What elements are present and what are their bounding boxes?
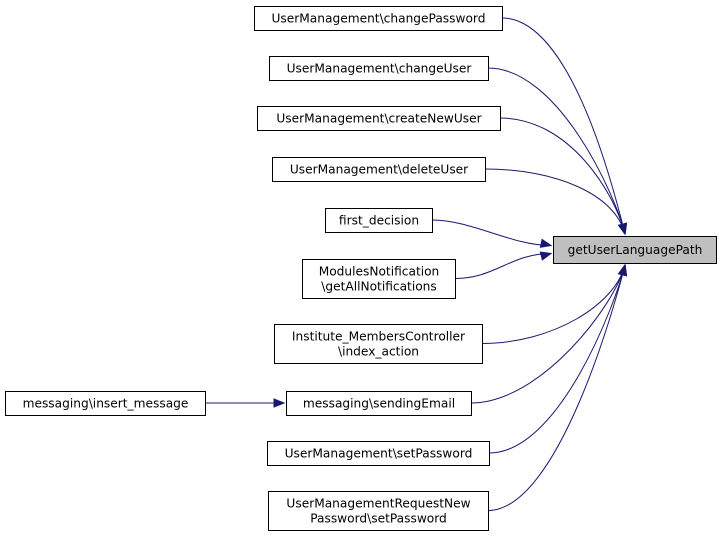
edge-n9-to-target <box>488 263 628 454</box>
edge-n4-to-target <box>484 168 628 236</box>
edge-n10-to-target <box>487 263 628 511</box>
node-box[interactable] <box>268 491 489 531</box>
target-node[interactable]: getUserLanguagePath <box>553 236 717 264</box>
caller-node[interactable]: UserManagement\createNewUser <box>257 106 501 131</box>
node-box[interactable] <box>553 236 717 264</box>
edge-line <box>487 264 626 511</box>
node-label: UserManagement\changePassword <box>272 12 486 26</box>
node-box[interactable] <box>302 259 456 299</box>
edge-n8-to-target <box>470 263 628 404</box>
edge-line <box>487 67 626 235</box>
node-box[interactable] <box>257 106 501 131</box>
node-box[interactable] <box>286 391 472 416</box>
edge-n2-to-target <box>487 67 628 236</box>
caller-node[interactable]: UserManagement\changePassword <box>254 6 503 31</box>
arrowhead-icon <box>539 238 553 248</box>
caller-node[interactable]: ModulesNotification\getAllNotifications <box>302 259 456 299</box>
caller-node[interactable]: UserManagement\deleteUser <box>272 157 486 182</box>
edge-line <box>501 17 626 235</box>
edge-line <box>499 117 626 235</box>
edge-line <box>481 264 626 344</box>
node-box[interactable] <box>274 324 483 364</box>
node-box[interactable] <box>254 6 503 31</box>
caller-node[interactable]: messaging\insert_message <box>5 391 206 416</box>
node-label: first_decision <box>339 214 419 228</box>
node-label: UserManagementRequestNew <box>286 497 470 511</box>
edge-n1-to-target <box>501 17 628 236</box>
edges-layer <box>205 17 628 511</box>
node-label: \index_action <box>338 345 419 359</box>
node-label: \getAllNotifications <box>321 280 437 294</box>
edge-n6-to-target <box>454 251 553 279</box>
caller-node[interactable]: UserManagement\setPassword <box>267 441 490 466</box>
caller-node[interactable]: UserManagement\changeUser <box>269 56 489 81</box>
edge-n7-to-target <box>481 263 628 344</box>
caller-node[interactable]: messaging\sendingEmail <box>286 391 472 416</box>
edge-line <box>488 264 626 454</box>
caller-node[interactable]: Institute_MembersController\index_action <box>274 324 483 364</box>
node-box[interactable] <box>325 208 433 233</box>
edge-line <box>431 219 552 246</box>
node-label: Institute_MembersController <box>292 330 466 344</box>
caller-node[interactable]: UserManagementRequestNewPassword\setPass… <box>268 491 489 531</box>
arrowhead-icon <box>617 222 628 236</box>
arrowhead-icon <box>539 251 553 261</box>
edge-n5-to-target <box>431 219 553 248</box>
edge-n3-to-target <box>499 117 628 236</box>
caller-node[interactable]: first_decision <box>325 208 433 233</box>
node-label: UserManagement\deleteUser <box>290 163 469 177</box>
node-label: getUserLanguagePath <box>568 243 703 257</box>
node-box[interactable] <box>269 56 489 81</box>
arrowhead-icon <box>617 263 628 277</box>
node-box[interactable] <box>267 441 490 466</box>
node-label: messaging\sendingEmail <box>303 397 455 411</box>
edge-line <box>484 168 626 235</box>
edge-n11-to-n8 <box>205 398 286 408</box>
node-label: Password\setPassword <box>310 512 447 526</box>
edge-line <box>454 253 552 279</box>
node-label: UserManagement\changeUser <box>287 62 473 76</box>
node-box[interactable] <box>272 157 486 182</box>
node-label: UserManagement\setPassword <box>285 447 473 461</box>
arrowhead-icon <box>273 398 286 408</box>
nodes-layer: getUserLanguagePath UserManagement\change… <box>5 6 717 531</box>
node-label: UserManagement\createNewUser <box>276 112 482 126</box>
node-label: messaging\insert_message <box>23 397 189 411</box>
edge-line <box>470 264 626 404</box>
node-label: ModulesNotification <box>319 265 440 279</box>
node-box[interactable] <box>5 391 206 416</box>
